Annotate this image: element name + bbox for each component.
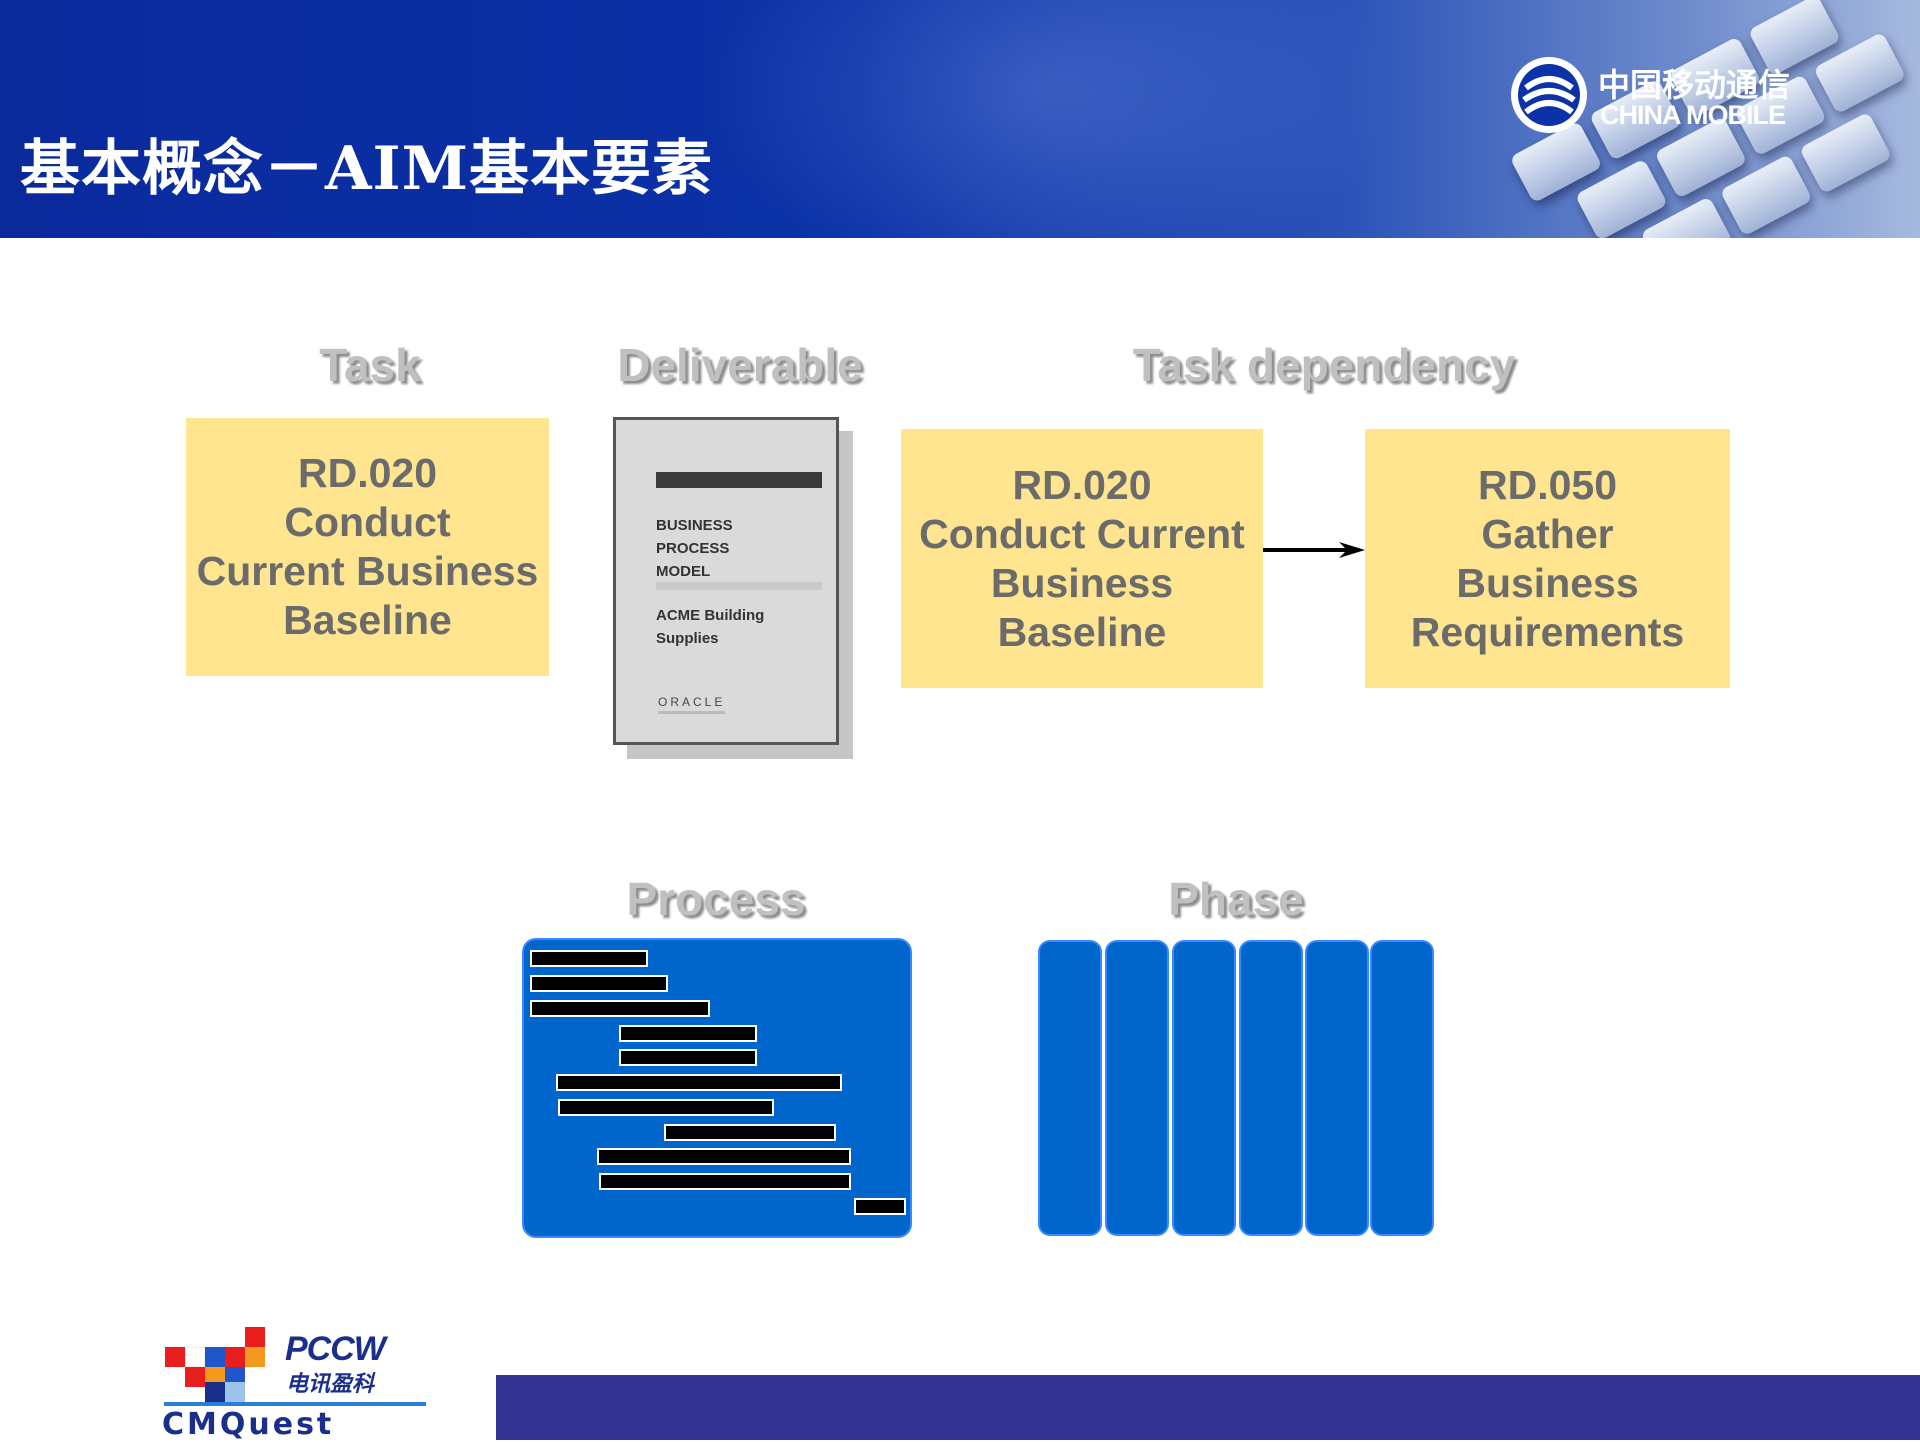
dependency-from-line: Baseline — [997, 608, 1167, 655]
slide-header: 基本概念－AIM基本要素 中国移动通信 CHINA MOBILE — [0, 0, 1920, 238]
label-task-dependency: Task dependency — [1132, 339, 1516, 391]
gantt-bar — [530, 950, 648, 967]
process-gantt — [522, 938, 912, 1238]
task-line: RD.020 — [297, 450, 437, 496]
doc-title-line: PROCESS — [656, 540, 730, 557]
dependency-to-line: Business — [1456, 559, 1639, 606]
china-mobile-en: CHINA MOBILE — [1600, 100, 1786, 130]
gantt-bar — [664, 1124, 836, 1141]
dependency-to-line: Gather — [1481, 510, 1614, 557]
phase-column — [1239, 940, 1303, 1236]
dependency-from-line: RD.020 — [1012, 461, 1152, 508]
task-line: Conduct — [284, 499, 451, 545]
dependency-to-box: RD.050 Gather Business Requirements — [1365, 429, 1730, 688]
pccw-name: PCCW — [285, 1330, 386, 1368]
gantt-bar — [556, 1074, 842, 1091]
china-mobile-emblem-icon — [1511, 57, 1587, 133]
gantt-bar — [530, 1000, 710, 1017]
footer-bar — [496, 1375, 1920, 1440]
gantt-bar — [854, 1198, 906, 1215]
phase-column — [1305, 940, 1369, 1236]
label-phase: Phase — [1168, 873, 1304, 925]
doc-title-line: MODEL — [656, 563, 711, 580]
header-glow — [700, 0, 1400, 238]
gantt-bar — [597, 1148, 851, 1165]
gantt-bar — [599, 1173, 851, 1190]
pccw-cn-name: 电讯盈科 — [286, 1371, 375, 1396]
doc-title-bar — [656, 472, 822, 488]
gantt-bar — [619, 1049, 757, 1066]
logo-underline — [164, 1402, 426, 1406]
gantt-bar — [619, 1025, 757, 1042]
phase-column — [1172, 940, 1236, 1236]
task-line: Baseline — [283, 597, 452, 643]
dependency-arrow-icon — [1263, 542, 1365, 558]
label-process: Process — [626, 873, 806, 925]
dependency-to-line: RD.050 — [1477, 461, 1617, 508]
doc-oracle-logo: ORACLE — [658, 695, 726, 714]
doc-separator — [656, 582, 822, 590]
dependency-from-line: Business — [990, 559, 1174, 606]
dependency-to-line: Requirements — [1410, 608, 1685, 655]
doc-subtitle-line: ACME Building — [656, 607, 765, 624]
phase-column — [1038, 940, 1102, 1236]
gantt-bar — [530, 975, 668, 992]
china-mobile-logo: 中国移动通信 CHINA MOBILE — [1508, 54, 1798, 138]
deliverable-document: BUSINESS PROCESS MODEL ACME Building Sup… — [613, 417, 839, 745]
task-box: RD.020 Conduct Current Business Baseline — [186, 418, 549, 676]
slide-title: 基本概念－AIM基本要素 — [20, 134, 714, 204]
dependency-from-box: RD.020 Conduct Current Business Baseline — [901, 429, 1263, 688]
china-mobile-cn: 中国移动通信 — [1598, 66, 1791, 104]
phase-column — [1105, 940, 1169, 1236]
label-task: Task — [319, 339, 421, 391]
pccw-cmquest-logo: PCCW 电讯盈科 CMQuest — [160, 1320, 430, 1442]
phase-column — [1370, 940, 1434, 1236]
label-deliverable: Deliverable — [617, 339, 863, 391]
cmquest-name: CMQuest — [162, 1407, 335, 1442]
dependency-from-line: Conduct Current — [919, 510, 1245, 557]
gantt-bar — [558, 1099, 774, 1116]
doc-subtitle-line: Supplies — [656, 630, 719, 647]
task-line: Current Business — [196, 548, 539, 594]
doc-title-line: BUSINESS — [656, 517, 733, 534]
